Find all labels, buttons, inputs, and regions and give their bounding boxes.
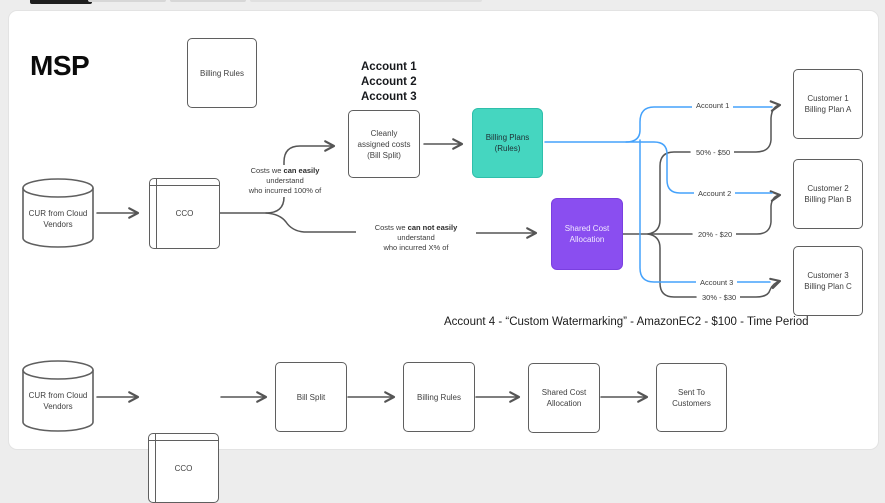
chrome-remnant-line: [170, 0, 246, 2]
accounts-list-item: Account 3: [361, 91, 417, 103]
chrome-remnant-line: [88, 0, 166, 2]
customer-1-plan: Billing Plan A: [804, 105, 852, 114]
accounts-list-item: Account 2: [361, 76, 417, 88]
cco-label: CCO: [175, 209, 194, 218]
page-title: MSP: [30, 50, 90, 81]
customer-3-plan: Billing Plan C: [804, 282, 852, 291]
cur-cylinder-top[interactable]: CUR from Cloud Vendors: [22, 178, 94, 249]
cylinder-shape-icon: [22, 360, 94, 432]
customer-2-box[interactable]: Customer 2 Billing Plan B: [793, 159, 863, 229]
customer-1-name: Customer 1: [807, 94, 849, 103]
cur-cylinder-bottom[interactable]: CUR from Cloud Vendors: [22, 360, 94, 433]
cco-label: CCO: [174, 463, 193, 473]
hard-costs-note: Costs we can not easily understand who i…: [356, 222, 476, 254]
branch-label-20pct: 20% - $20: [694, 229, 737, 240]
accounts-list: Account 1 Account 2 Account 3: [361, 60, 417, 105]
easy-costs-note: Costs we can easily understand who incur…: [231, 165, 339, 197]
cco-grid-line-vertical: [156, 179, 157, 248]
cco-grid-line-horizontal: [149, 440, 218, 441]
branch-label-account1: Account 1: [692, 100, 734, 111]
chrome-remnant-line: [250, 0, 482, 2]
bill-split-label: Bill Split: [296, 392, 326, 402]
chrome-remnant-dark: [30, 0, 92, 4]
customer-3-name: Customer 3: [807, 271, 849, 280]
customer-3-box[interactable]: Customer 3 Billing Plan C: [793, 246, 863, 316]
sent-to-customers-box[interactable]: Sent To Customers: [656, 363, 727, 432]
branch-label-account2: Account 2: [694, 188, 736, 199]
bill-split-box[interactable]: Bill Split: [275, 362, 347, 432]
billing-rules-label: Billing Rules: [199, 68, 245, 78]
cleanly-assigned-costs-box[interactable]: Cleanly assigned costs (Bill Split): [348, 110, 420, 178]
customer-2-plan: Billing Plan B: [804, 195, 852, 204]
cco-box-bottom[interactable]: CCO: [148, 433, 219, 503]
billing-rules-box-top[interactable]: Billing Rules: [187, 38, 257, 108]
billing-rules-box-bottom[interactable]: Billing Rules: [403, 362, 475, 432]
branch-label-account3: Account 3: [696, 277, 738, 288]
shared-cost-allocation-box-bottom[interactable]: Shared Cost Allocation: [528, 363, 600, 433]
shared-cost-allocation-box[interactable]: Shared Cost Allocation: [551, 198, 623, 270]
branch-label-30pct: 30% - $30: [698, 292, 741, 303]
cylinder-shape-icon: [22, 178, 94, 248]
account4-note: Account 4 - “Custom Watermarking” - Amaz…: [444, 316, 809, 328]
cur-label: CUR from Cloud Vendors: [28, 391, 88, 411]
billing-plans-label: Billing Plans (Rules): [485, 133, 530, 153]
shared-cost-allocation-label: Shared Cost Allocation: [564, 224, 610, 244]
billing-rules-label: Billing Rules: [416, 392, 462, 402]
accounts-list-item: Account 1: [361, 61, 417, 73]
cco-box-top[interactable]: CCO: [149, 178, 220, 249]
cco-grid-line-horizontal: [150, 185, 219, 186]
branch-label-50pct: 50% - $50: [692, 147, 735, 158]
cco-grid-line-vertical: [155, 434, 156, 502]
sent-to-customers-label: Sent To Customers: [672, 387, 711, 408]
customer-2-name: Customer 2: [807, 184, 849, 193]
shared-cost-allocation-label: Shared Cost Allocation: [541, 388, 587, 408]
cur-label: CUR from Cloud Vendors: [28, 209, 88, 229]
customer-1-box[interactable]: Customer 1 Billing Plan A: [793, 69, 863, 139]
cleanly-assigned-costs-label: Cleanly assigned costs (Bill Split): [357, 128, 411, 160]
billing-plans-box[interactable]: Billing Plans (Rules): [472, 108, 543, 178]
